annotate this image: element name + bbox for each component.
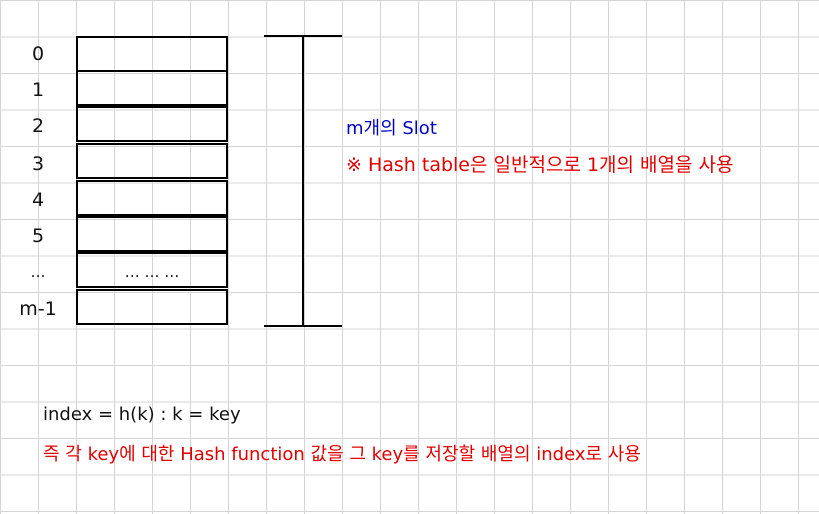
slot-index-label: 1 [31, 79, 45, 101]
slot-index-label: 3 [31, 153, 45, 175]
hash-function-note: 즉 각 key에 대한 Hash function 값을 그 key를 저장할 … [43, 444, 641, 465]
slot-count-annotation: m개의 Slot [346, 118, 437, 139]
slot-index-label: m-1 [19, 298, 57, 320]
slot-cell [76, 289, 228, 325]
slot-index-label: 5 [31, 225, 45, 247]
slot-range-bracket [264, 35, 342, 327]
slot-cell [76, 143, 228, 179]
bracket-shape [264, 35, 342, 327]
slot-content: … … … [124, 263, 180, 281]
slot-cell [76, 70, 228, 106]
index-formula: index = h(k) : k = key [43, 404, 241, 425]
slot-cell [76, 106, 228, 142]
slot-index-label: 4 [31, 189, 45, 211]
slot-cell [76, 36, 228, 72]
slot-index-label: 2 [31, 115, 45, 137]
slot-cell [76, 252, 228, 288]
slot-index-label: … [30, 263, 46, 281]
array-note: ※ Hash table은 일반적으로 1개의 배열을 사용 [346, 154, 734, 176]
slot-cell [76, 180, 228, 216]
slot-index-label: 0 [31, 43, 45, 65]
slot-cell [76, 216, 228, 252]
